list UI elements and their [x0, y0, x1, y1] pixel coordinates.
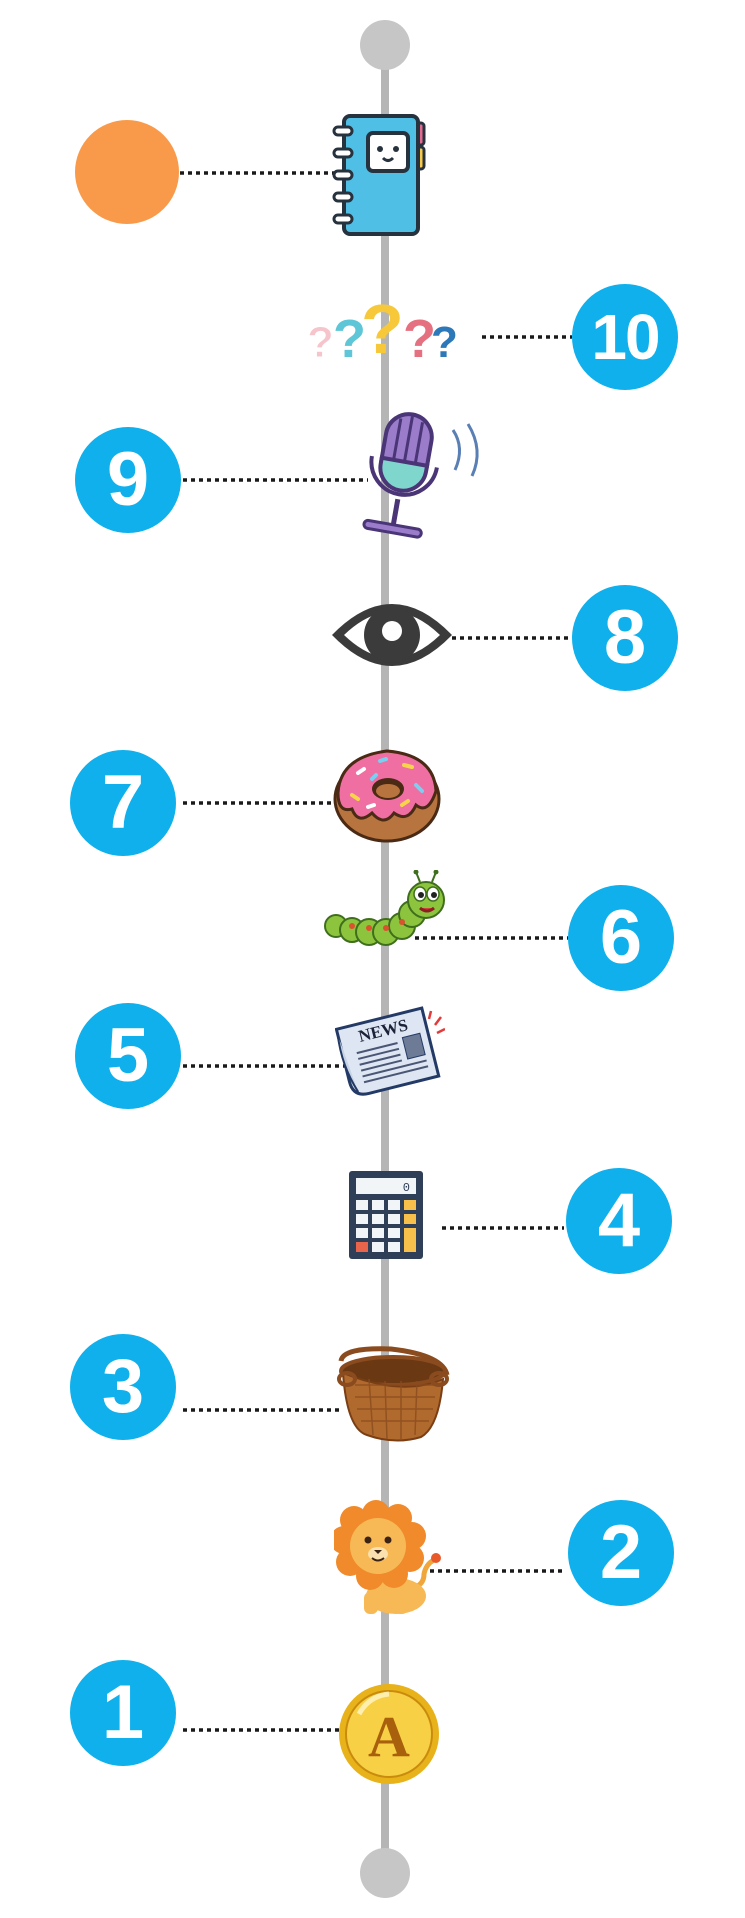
donut-icon — [333, 749, 441, 843]
step-number-8: 8 — [603, 595, 647, 680]
top-accent-circle — [75, 120, 179, 224]
spine-bottom-cap — [360, 1848, 410, 1898]
connectors — [180, 171, 572, 1732]
spine-top-cap — [360, 20, 410, 70]
lion-icon — [334, 1500, 441, 1614]
newspaper-icon: NEWS — [335, 1006, 445, 1096]
step-badge-3: 3 — [70, 1334, 176, 1440]
calculator-display: 0 — [403, 1181, 410, 1195]
step-number-9: 9 — [106, 437, 150, 522]
step-number-6: 6 — [599, 895, 643, 980]
step-number-5: 5 — [106, 1013, 150, 1098]
step-badge-10: 10 — [572, 284, 678, 390]
step-number-4: 4 — [597, 1178, 641, 1263]
notebook-icon — [332, 114, 426, 236]
microphone-icon — [362, 412, 479, 539]
caterpillar-icon — [324, 870, 445, 946]
step-number-2: 2 — [599, 1510, 643, 1595]
step-badge-9: 9 — [75, 427, 181, 533]
svg-text:?: ? — [403, 309, 436, 369]
coin-letter: A — [368, 1704, 410, 1769]
basket-icon — [337, 1346, 450, 1442]
step-badge-1: 1 — [70, 1660, 176, 1766]
question-marks-icon: ? ? ? ? ? — [307, 290, 458, 369]
step-badge-7: 7 — [70, 750, 176, 856]
step-badge-6: 6 — [568, 885, 674, 991]
gold-coin-icon: A — [339, 1684, 439, 1784]
calculator-icon: 0 — [349, 1171, 423, 1259]
svg-text:?: ? — [307, 318, 334, 367]
step-badge-8: 8 — [572, 585, 678, 691]
svg-text:?: ? — [431, 318, 458, 367]
step-badge-5: 5 — [75, 1003, 181, 1109]
eye-icon — [332, 604, 452, 666]
svg-text:?: ? — [361, 290, 404, 368]
step-number-10: 10 — [591, 301, 660, 373]
step-number-1: 1 — [101, 1670, 145, 1755]
svg-text:?: ? — [333, 309, 366, 369]
step-number-7: 7 — [101, 760, 145, 845]
step-number-3: 3 — [101, 1344, 145, 1429]
step-badge-2: 2 — [568, 1500, 674, 1606]
step-badge-4: 4 — [566, 1168, 672, 1274]
